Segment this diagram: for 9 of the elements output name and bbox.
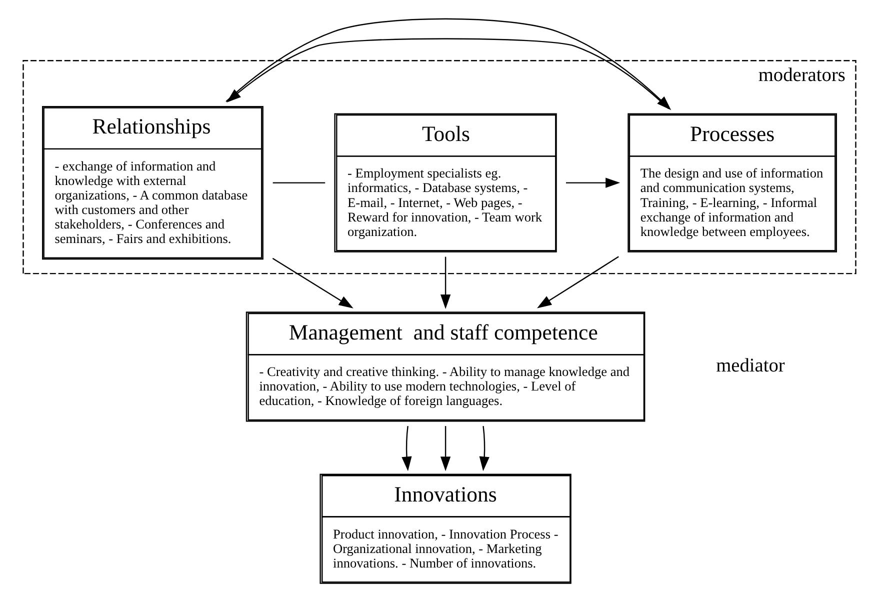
arrow [402, 425, 412, 471]
arrow [440, 426, 451, 471]
arrow [566, 177, 620, 188]
label: mediator [716, 354, 785, 376]
connector [272, 182, 326, 183]
arrow [440, 256, 451, 309]
arrow [537, 256, 619, 308]
arrow [479, 425, 490, 471]
arrow [272, 257, 354, 308]
